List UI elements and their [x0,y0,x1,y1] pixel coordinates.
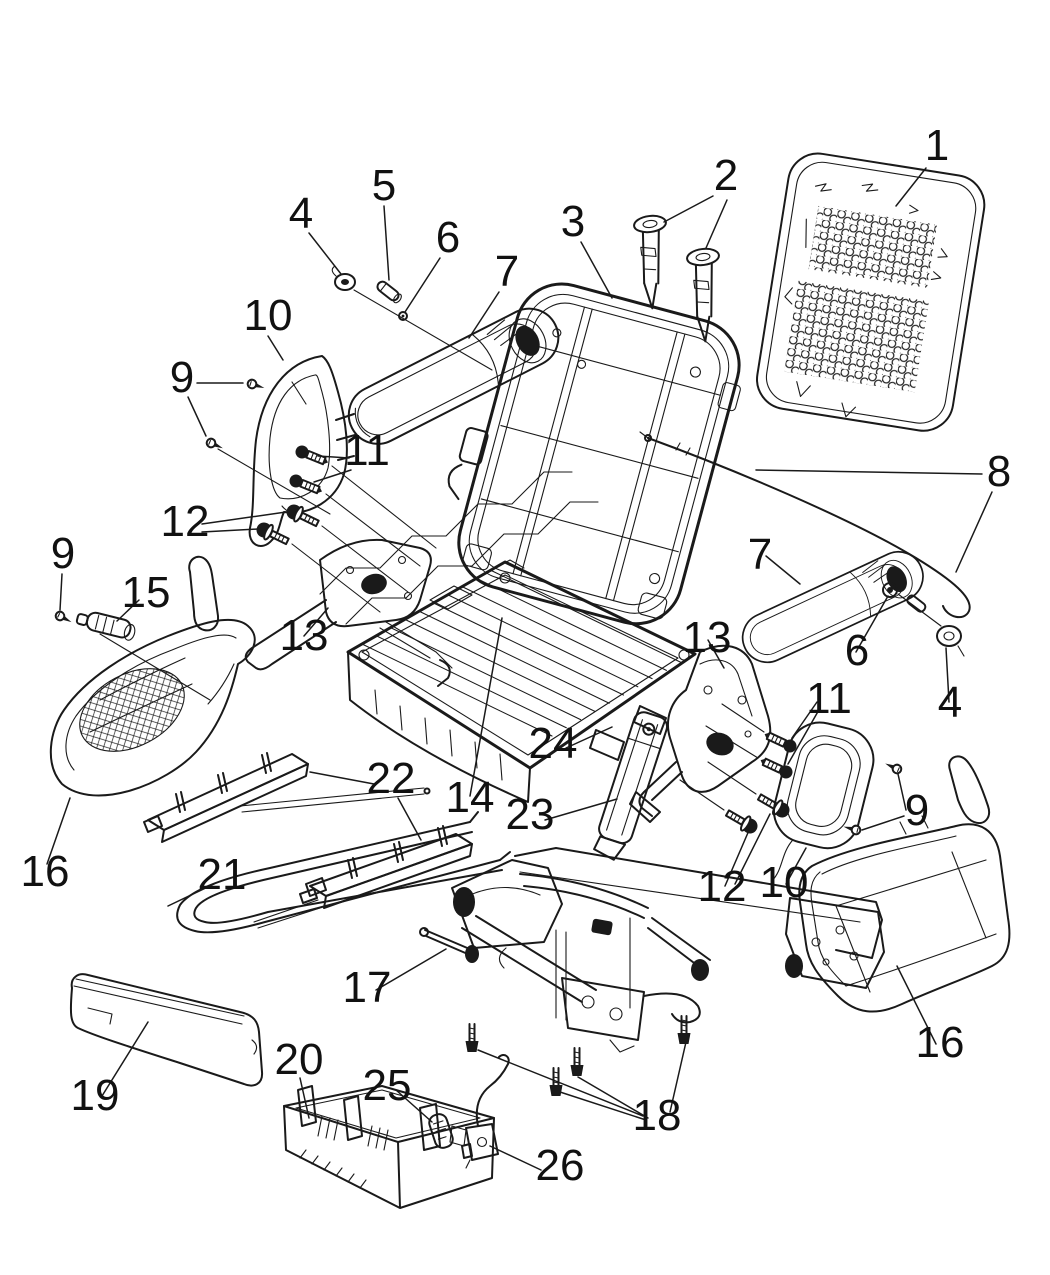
callout-5: 5 [372,161,396,210]
part-pivot-cap-right [936,625,965,657]
callout-19: 19 [71,1071,120,1120]
callout-4-left: 4 [289,189,313,238]
assembly-axis-bolts-right [679,703,765,811]
section-break-lines [319,471,599,625]
callout-3: 3 [561,197,585,246]
part-recliner-bracket-left [244,538,453,687]
part-side-shield-left [49,555,256,797]
callout-9-left-top: 9 [170,353,194,402]
part-seat-back-panel [756,152,986,432]
part-recliner-cable [644,434,971,619]
part-lower-trim-panel [69,973,264,1087]
part-storage-tray [283,1085,495,1209]
callout-16-right: 16 [916,1018,965,1067]
callout-21: 21 [198,850,247,899]
callout-9-right: 9 [905,786,929,835]
part-armrest-pivot-grommet-left [331,265,356,291]
leader-lines [46,167,993,1171]
callout-24: 24 [529,719,578,768]
assembly-axis-armrest-right [897,593,942,627]
callout-12-right: 12 [698,862,747,911]
callout-10-left: 10 [244,291,293,340]
callout-22: 22 [367,754,416,803]
assembly-axis-handle [99,633,211,701]
callout-11-left: 11 [344,426,390,475]
callout-17: 17 [343,963,392,1012]
callout-8: 8 [987,447,1011,496]
part-armrest-pivot-pin [376,280,402,304]
callout-13-right: 13 [683,613,732,662]
callout-2: 2 [714,151,738,200]
callout-16-left: 16 [21,847,70,896]
part-seat-track-front [143,752,431,843]
part-armrest-pivot-pin-right [906,594,927,613]
part-pivot-rod [419,927,473,956]
callout-7-right: 7 [748,530,772,579]
part-armrest-pivot-grommet-right [882,582,898,598]
part-side-shield-right [798,755,1011,1013]
callout-18: 18 [633,1091,682,1140]
callout-15: 15 [122,568,171,617]
callout-labels: 1 2 3 4 5 6 7 10 9 11 12 9 15 13 16 14 2… [21,121,1012,1190]
callout-6-left: 6 [436,213,460,262]
part-seat-back-frame [447,282,741,626]
assembly-axis-armrest-left [353,289,493,371]
part-armrest-right [741,551,924,664]
callout-25: 25 [363,1061,412,1110]
part-latch [461,1054,510,1169]
part-tether-strap [593,711,669,861]
assembly-axis-bolts-left [291,465,437,613]
callout-1: 1 [925,121,949,170]
callout-11-right: 11 [806,674,852,723]
part-wire-loop-handle [176,811,511,934]
callout-20: 20 [275,1035,324,1084]
callout-26: 26 [536,1141,585,1190]
callout-12-left: 12 [161,497,210,546]
part-clip [428,1113,454,1149]
part-riser-base-frame [451,847,885,1053]
part-seat-track-rear [253,825,473,929]
callout-9-left-mid: 9 [51,529,75,578]
part-recliner-shield-right [771,721,875,882]
part-recliner-shield-left [248,355,356,547]
callout-7-left: 7 [495,247,519,296]
part-handle [75,611,136,641]
callout-6-right: 6 [845,626,869,675]
callout-13-left: 13 [280,611,329,660]
callout-23: 23 [506,790,555,839]
callout-10-right: 10 [760,858,809,907]
assembly-axis-shield-left [217,448,331,515]
callout-14: 14 [446,773,495,822]
part-armrest-left [347,307,560,445]
callout-4-right: 4 [938,678,962,727]
